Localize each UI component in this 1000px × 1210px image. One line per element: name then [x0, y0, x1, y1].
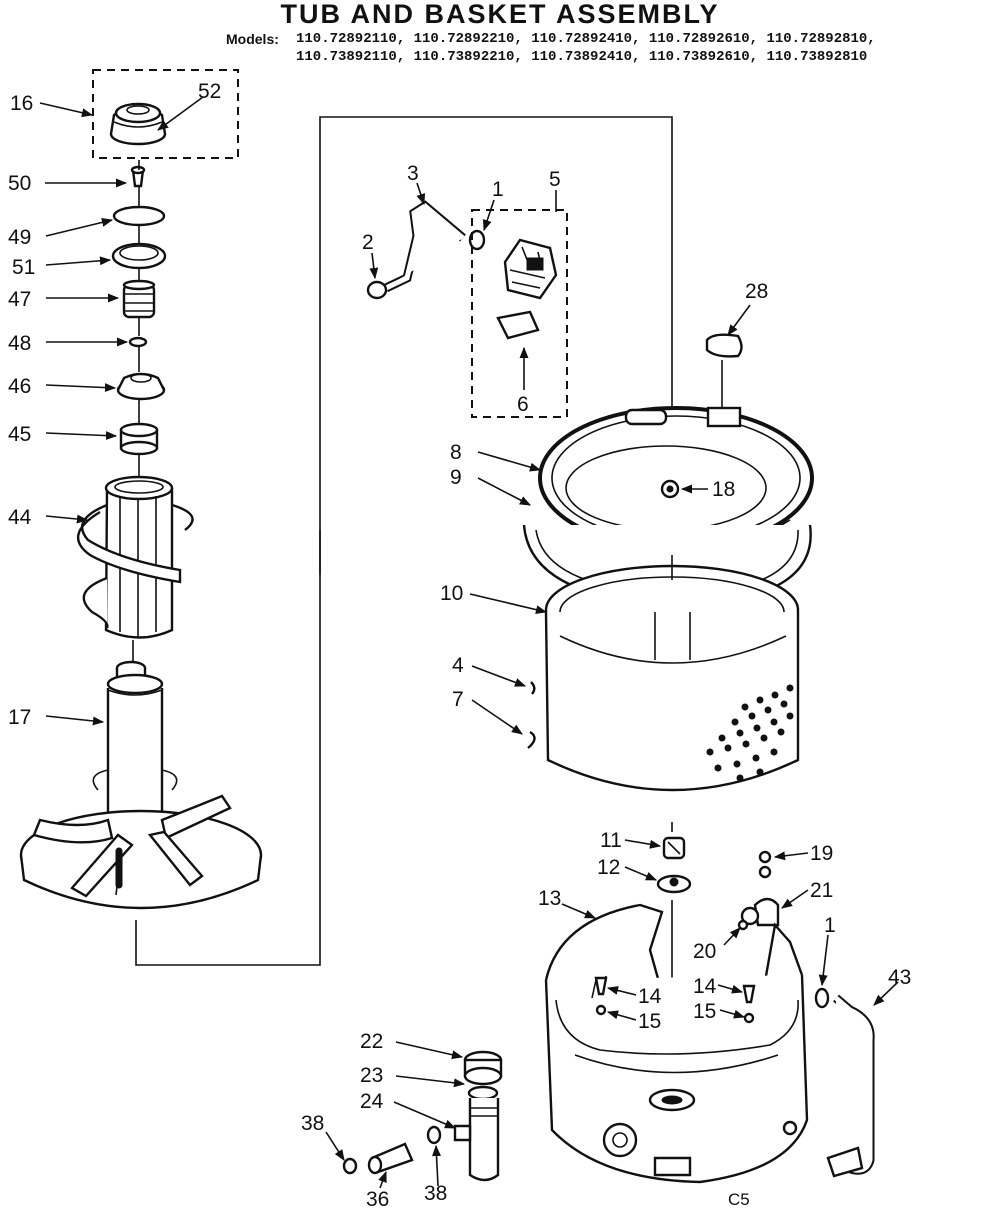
- agitator-dog-part: [122, 279, 156, 319]
- part-5-dashed-box: [471, 209, 568, 418]
- hose-ring-1-part: [468, 229, 486, 251]
- models-list-line-1: 110.72892110, 110.72892210, 110.72892410…: [296, 31, 876, 47]
- callout-11: 11: [600, 829, 622, 852]
- hose-clamp-2-part: [366, 280, 388, 300]
- callout-8: 8: [450, 441, 462, 464]
- models-list-line-2: 110.73892110, 110.73892210, 110.73892410…: [296, 49, 868, 65]
- screw-14-right: [742, 984, 756, 1004]
- callout-19: 19: [810, 842, 833, 865]
- screw-14-left: [594, 976, 608, 996]
- dispenser-pad-part: [496, 310, 540, 340]
- nut-11-part: [662, 836, 686, 860]
- clamp-1-lower-part: [814, 987, 830, 1009]
- callout-49: 49: [8, 226, 31, 249]
- callout-15-left: 15: [638, 1010, 661, 1033]
- callout-20: 20: [693, 940, 716, 963]
- clip-7-part: [527, 730, 536, 749]
- callout-44: 44: [8, 506, 32, 529]
- cap-disc-part: [112, 205, 166, 227]
- agitator-cap-part: [109, 102, 167, 146]
- callout-38-left: 38: [301, 1112, 324, 1135]
- callout-14-right: 14: [693, 975, 717, 998]
- agitator-stack: [19, 69, 263, 910]
- callout-28: 28: [745, 280, 768, 303]
- callout-16: 16: [10, 92, 33, 115]
- callout-24: 24: [360, 1090, 384, 1113]
- callout-21: 21: [810, 879, 833, 902]
- diagram-title: TUB AND BASKET ASSEMBLY: [280, 0, 720, 29]
- callout-18: 18: [712, 478, 735, 501]
- callout-3: 3: [407, 162, 419, 185]
- models-label: Models:: [226, 31, 279, 47]
- callout-23: 23: [360, 1064, 383, 1087]
- callout-51: 51: [12, 256, 35, 279]
- callout-38-right: 38: [424, 1182, 447, 1205]
- auger-barrel-part: [76, 475, 194, 639]
- callout-47: 47: [8, 288, 31, 311]
- callout-52: 52: [198, 80, 221, 103]
- callout-9: 9: [450, 466, 462, 489]
- bushing-20-part: [740, 906, 760, 926]
- fill-hose-part: [384, 200, 466, 293]
- callout-43: 43: [888, 966, 911, 989]
- washer-19-part: [758, 850, 772, 864]
- callout-13: 13: [538, 887, 561, 910]
- cam-part: [116, 372, 166, 401]
- clip-4-part: [530, 681, 536, 695]
- tub-cover-plug-part: [705, 333, 743, 358]
- bushing-part: [119, 422, 159, 456]
- washer-15-left: [595, 1004, 607, 1016]
- callout-12: 12: [597, 856, 620, 879]
- callout-22: 22: [360, 1030, 383, 1053]
- callout-1-upper: 1: [492, 178, 504, 201]
- tub-ring-part: [538, 406, 814, 550]
- callout-5: 5: [549, 168, 561, 191]
- leader-lines: [39, 96, 899, 1189]
- callout-6: 6: [517, 393, 529, 416]
- callout-36: 36: [366, 1188, 389, 1210]
- callout-48: 48: [8, 332, 31, 355]
- agitator-base-part: [19, 660, 263, 910]
- spin-basket-part: [544, 564, 800, 792]
- callout-10: 10: [440, 582, 463, 605]
- callout-45: 45: [8, 423, 31, 446]
- callout-4: 4: [452, 654, 464, 677]
- callout-17: 17: [8, 706, 31, 729]
- callout-labels: 16 52 50 49 51 47 48 46 45 44 17 3 2 1 5…: [8, 80, 911, 1210]
- callout-2: 2: [362, 231, 374, 254]
- callout-1-lower: 1: [824, 914, 836, 937]
- dispenser-part: [503, 238, 558, 300]
- outer-tub-parts: [544, 836, 809, 1184]
- bracket-21-part: [753, 897, 780, 927]
- drain-hose-43-part: [826, 994, 875, 1178]
- callout-46: 46: [8, 375, 31, 398]
- washer-15-right: [743, 1012, 755, 1024]
- callout-15-right: 15: [693, 1000, 716, 1023]
- callout-14-left: 14: [638, 985, 662, 1008]
- agitator-bolt-part: [130, 165, 146, 188]
- footer-code: C5: [728, 1190, 750, 1209]
- seal-ring-part: [111, 242, 167, 270]
- pump-parts: [342, 1050, 503, 1182]
- callout-50: 50: [8, 172, 31, 195]
- callout-7: 7: [452, 688, 464, 711]
- small-washer-part: [128, 336, 148, 348]
